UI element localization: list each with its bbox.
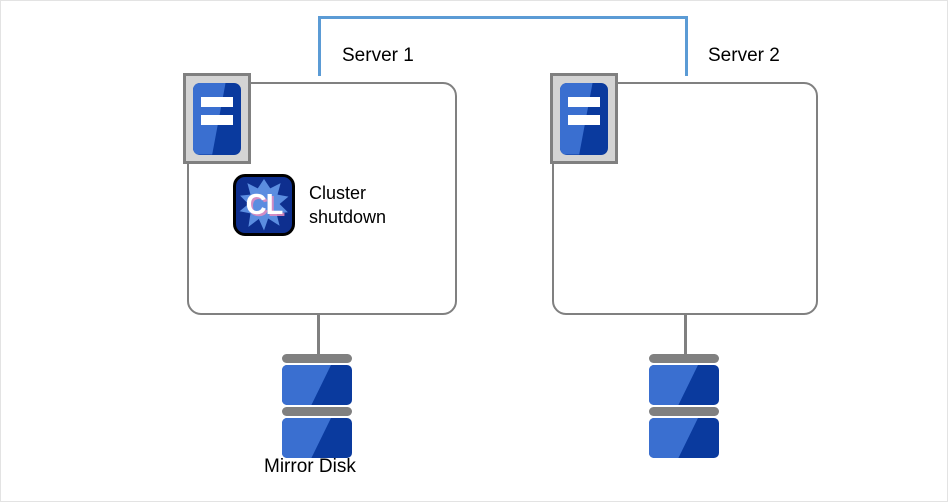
disk-block [649,418,719,458]
server-tower-bay-icon [568,96,600,107]
server-tower-body [560,82,608,155]
server-2-disk-connector [684,314,687,357]
cluster-cl-icon: CL [233,174,295,236]
server-tower-bay-icon [201,96,233,107]
server-tower-icon [183,73,251,164]
disk-plate [282,354,352,363]
disk-plate [649,407,719,416]
cluster-cl-icon-text: CL [245,188,284,221]
server-tower-icon [550,73,618,164]
disk-block [282,365,352,405]
server-2-label: Server 2 [708,45,780,66]
server-tower-body [193,82,241,155]
disk-block [649,365,719,405]
mirror-disk-1-icon [282,354,352,458]
disk-block [282,418,352,458]
cluster-shutdown-label: Cluster shutdown [309,183,387,227]
disk-plate [649,354,719,363]
server-1-disk-connector [317,314,320,357]
server-tower-bay-icon [568,114,600,125]
interconnect-leg-server-2 [685,16,688,76]
mirror-disk-label: Mirror Disk [264,456,356,477]
interconnect-leg-server-1 [318,16,321,76]
server-1-label: Server 1 [342,45,414,66]
cluster-shutdown-item: CL Cluster shutdown [233,174,386,236]
mirror-disk-2-icon [649,354,719,458]
server-tower-bay-icon [201,114,233,125]
disk-plate [282,407,352,416]
interconnect-line [318,16,688,19]
